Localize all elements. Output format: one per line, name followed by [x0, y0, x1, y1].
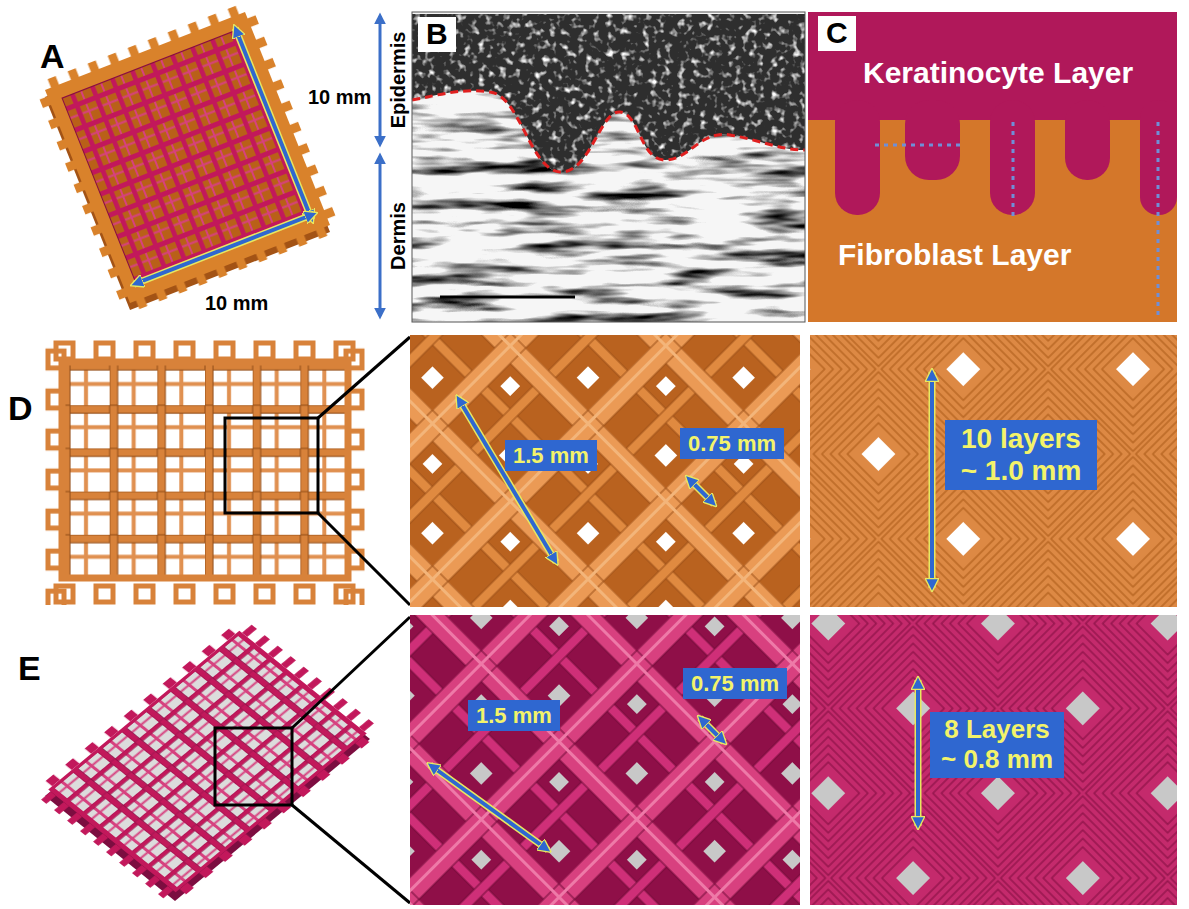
- layer-name: Keratinocyte Layer: [863, 56, 1133, 89]
- keratinocyte-layers-zoom: [810, 615, 1177, 905]
- keratinocyte-band: Keratinocyte Layer: [808, 12, 1177, 120]
- panel-letter: A: [40, 38, 65, 75]
- dimension-text: 0.75 mm: [688, 431, 776, 456]
- dimension-tag: 10 layers ~ 1.0 mm: [945, 420, 1097, 490]
- keratinocyte-zoom: [410, 615, 800, 905]
- dimension-tag: 1.5 mm: [468, 700, 560, 731]
- layer-arrows: [380, 16, 381, 316]
- dimension-text: 10 layers ~ 1.0 mm: [953, 423, 1089, 487]
- layer-name: Fibroblast Layer: [838, 238, 1071, 271]
- bilayer-plate: [34, 0, 342, 314]
- keratinocyte-scaffold: [32, 617, 383, 905]
- dimension-arrows: [134, 28, 314, 284]
- fibroblast-layers-zoom: [810, 335, 1177, 607]
- layer-label: Epidermis: [387, 32, 409, 129]
- dimension-tag: 8 Layers ~ 0.8 mm: [930, 712, 1064, 778]
- dimension-arrows: [458, 372, 932, 588]
- dimension-arrows: [430, 680, 918, 850]
- fibroblast-scaffold: [45, 340, 365, 605]
- layer-label: Dermis: [387, 202, 409, 270]
- zoom-frame: [215, 617, 410, 903]
- dimension-text: 0.75 mm: [691, 671, 779, 696]
- dimension-label: 10 mm: [308, 86, 371, 108]
- dimension-tag: 0.75 mm: [683, 668, 787, 699]
- dimension-text: 1.5 mm: [513, 443, 589, 468]
- dimension-text: 8 Layers ~ 0.8 mm: [938, 715, 1056, 775]
- fibroblast-zoom: [410, 335, 800, 607]
- dimension-tag: 1.5 mm: [505, 440, 597, 471]
- dimension-label: 10 mm: [205, 292, 268, 314]
- panel-letter: B: [418, 17, 456, 52]
- panel-letter: E: [18, 650, 41, 687]
- skin-schematic: [808, 12, 1177, 322]
- histology-image: [412, 12, 805, 322]
- zoom-frame: [225, 337, 410, 605]
- dimension-tag: 0.75 mm: [680, 428, 784, 459]
- dimension-text: 1.5 mm: [476, 703, 552, 728]
- panel-letter: D: [8, 390, 33, 427]
- fibroblast-band: Fibroblast Layer: [808, 222, 1177, 322]
- panel-letter: C: [818, 16, 856, 51]
- plate-shadow: [45, 634, 370, 901]
